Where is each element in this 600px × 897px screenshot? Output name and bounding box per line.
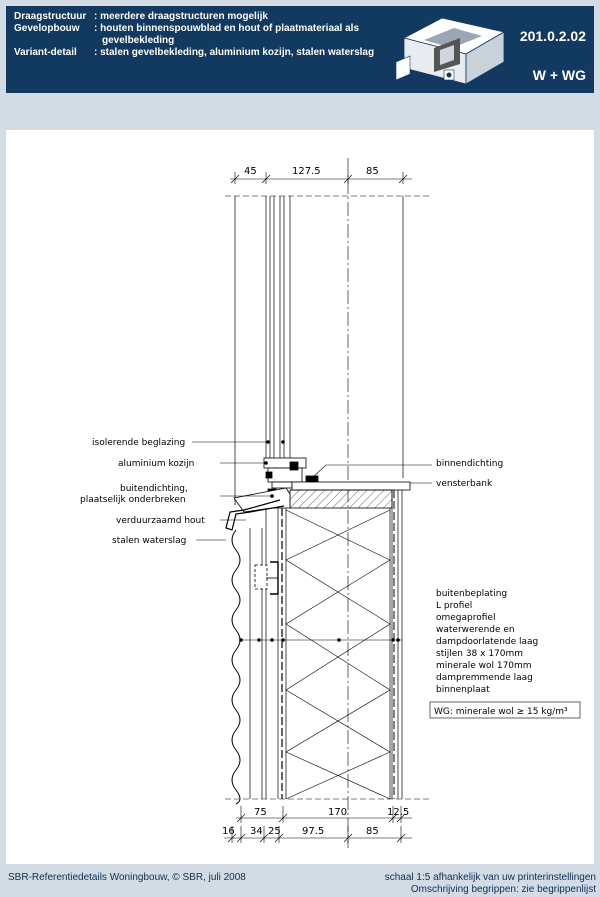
label-vensterbank: vensterbank: [436, 479, 493, 489]
header-bar: Draagstructuur : meerdere draagstructure…: [6, 6, 594, 93]
mineral-wool-zigzag-2: [285, 509, 391, 800]
omega-profile: [254, 561, 279, 595]
right-leaders: [311, 464, 432, 484]
layer-list: buitenbeplating L profiel omegaprofiel w…: [436, 589, 538, 695]
header-key: Variant-detail: [14, 47, 77, 58]
footer-notes: schaal 1:5 afhankelijk van uw printerins…: [385, 872, 596, 896]
label-isolerende-beglazing: isolerende beglazing: [92, 438, 185, 448]
layer-minerale-wol: minerale wol 170mm: [436, 661, 532, 671]
dim-bottom-97-5: 97.5: [302, 826, 324, 837]
mineral-wool-zigzag: [285, 509, 391, 800]
wall-layers: [249, 490, 403, 799]
layer-binnenplaat: binnenplaat: [436, 685, 490, 695]
drawing-sheet: 45 127.5 85: [6, 130, 594, 864]
footer-glossary-link[interactable]: Omschrijving begrippen: zie begrippenlij…: [410, 884, 596, 895]
layer-dampdoorlatende: dampdoorlatende laag: [436, 637, 538, 647]
dim-top-45: 45: [244, 166, 257, 177]
dim-bottom-85: 85: [366, 826, 379, 837]
layer-stijlen: stijlen 38 x 170mm: [436, 649, 523, 659]
steel-cladding-wave: [231, 529, 241, 805]
wg-note: WG: minerale wol ≥ 15 kg/m³: [434, 707, 568, 717]
layer-buitenbeplating: buitenbeplating: [436, 589, 507, 599]
header-value: : houten binnenspouwblad en hout of plaa…: [94, 23, 360, 34]
label-stalen-waterslag: stalen waterslag: [112, 536, 186, 546]
label-binnendichting: binnendichting: [436, 459, 503, 469]
left-leader-dots: [264, 440, 285, 498]
hardwood-beam: [289, 489, 393, 509]
fixing-dots: [239, 638, 400, 642]
dim-bottom-170: 170: [328, 807, 347, 818]
layer-dampremmende: dampremmende laag: [436, 673, 533, 683]
dim-bottom-34: 34: [250, 826, 263, 837]
dim-bottom-12-5: 12.5: [387, 807, 409, 818]
header-value: gevelbekleding: [102, 35, 175, 46]
label-plaatselijk-onderbreken: plaatselijk onderbreken: [80, 495, 186, 505]
dim-bottom-16: 16: [222, 826, 235, 837]
header-key: Draagstructuur: [14, 11, 87, 22]
window-sill: [291, 481, 411, 491]
wg-note-box: [429, 701, 581, 719]
footer-scale-note: schaal 1:5 afhankelijk van uw printerins…: [384, 872, 596, 883]
layer-l-profiel: L profiel: [436, 601, 472, 611]
label-aluminium-kozijn: aluminium kozijn: [118, 459, 194, 469]
steel-water-flashing: [225, 499, 285, 531]
dim-bottom-75: 75: [254, 807, 267, 818]
bottom-dimension-line-2: [224, 826, 412, 843]
label-verduurzaamd-hout: verduurzaamd hout: [116, 516, 205, 526]
isometric-building-icon: [395, 17, 506, 85]
header-value: : stalen gevelbekleding, aluminium kozij…: [94, 47, 375, 58]
dim-bottom-25: 25: [268, 826, 281, 837]
layer-waterwerende: waterwerende en: [436, 625, 515, 635]
label-buitendichting: buitendichting,: [120, 484, 188, 494]
dim-top-127-5: 127.5: [292, 166, 321, 177]
detail-code: 201.0.2.02: [519, 28, 586, 44]
section-detail-drawing: 45 127.5 85: [80, 158, 581, 848]
left-leaders: [192, 441, 272, 541]
footer-copyright: SBR-Referentiedetails Woningbouw, © SBR,…: [8, 872, 246, 883]
header-key: Gevelopbouw: [14, 23, 80, 34]
variant-tag: W + WG: [532, 67, 586, 83]
header-value: : meerdere draagstructuren mogelijk: [94, 11, 268, 22]
treated-wood-sill: [233, 487, 291, 513]
top-dimension-line: [230, 172, 412, 184]
bottom-dimension-line-1: [236, 806, 412, 823]
glazing-upper: [234, 196, 404, 505]
layer-omegaprofiel: omegaprofiel: [436, 613, 495, 623]
dim-top-85: 85: [366, 166, 379, 177]
